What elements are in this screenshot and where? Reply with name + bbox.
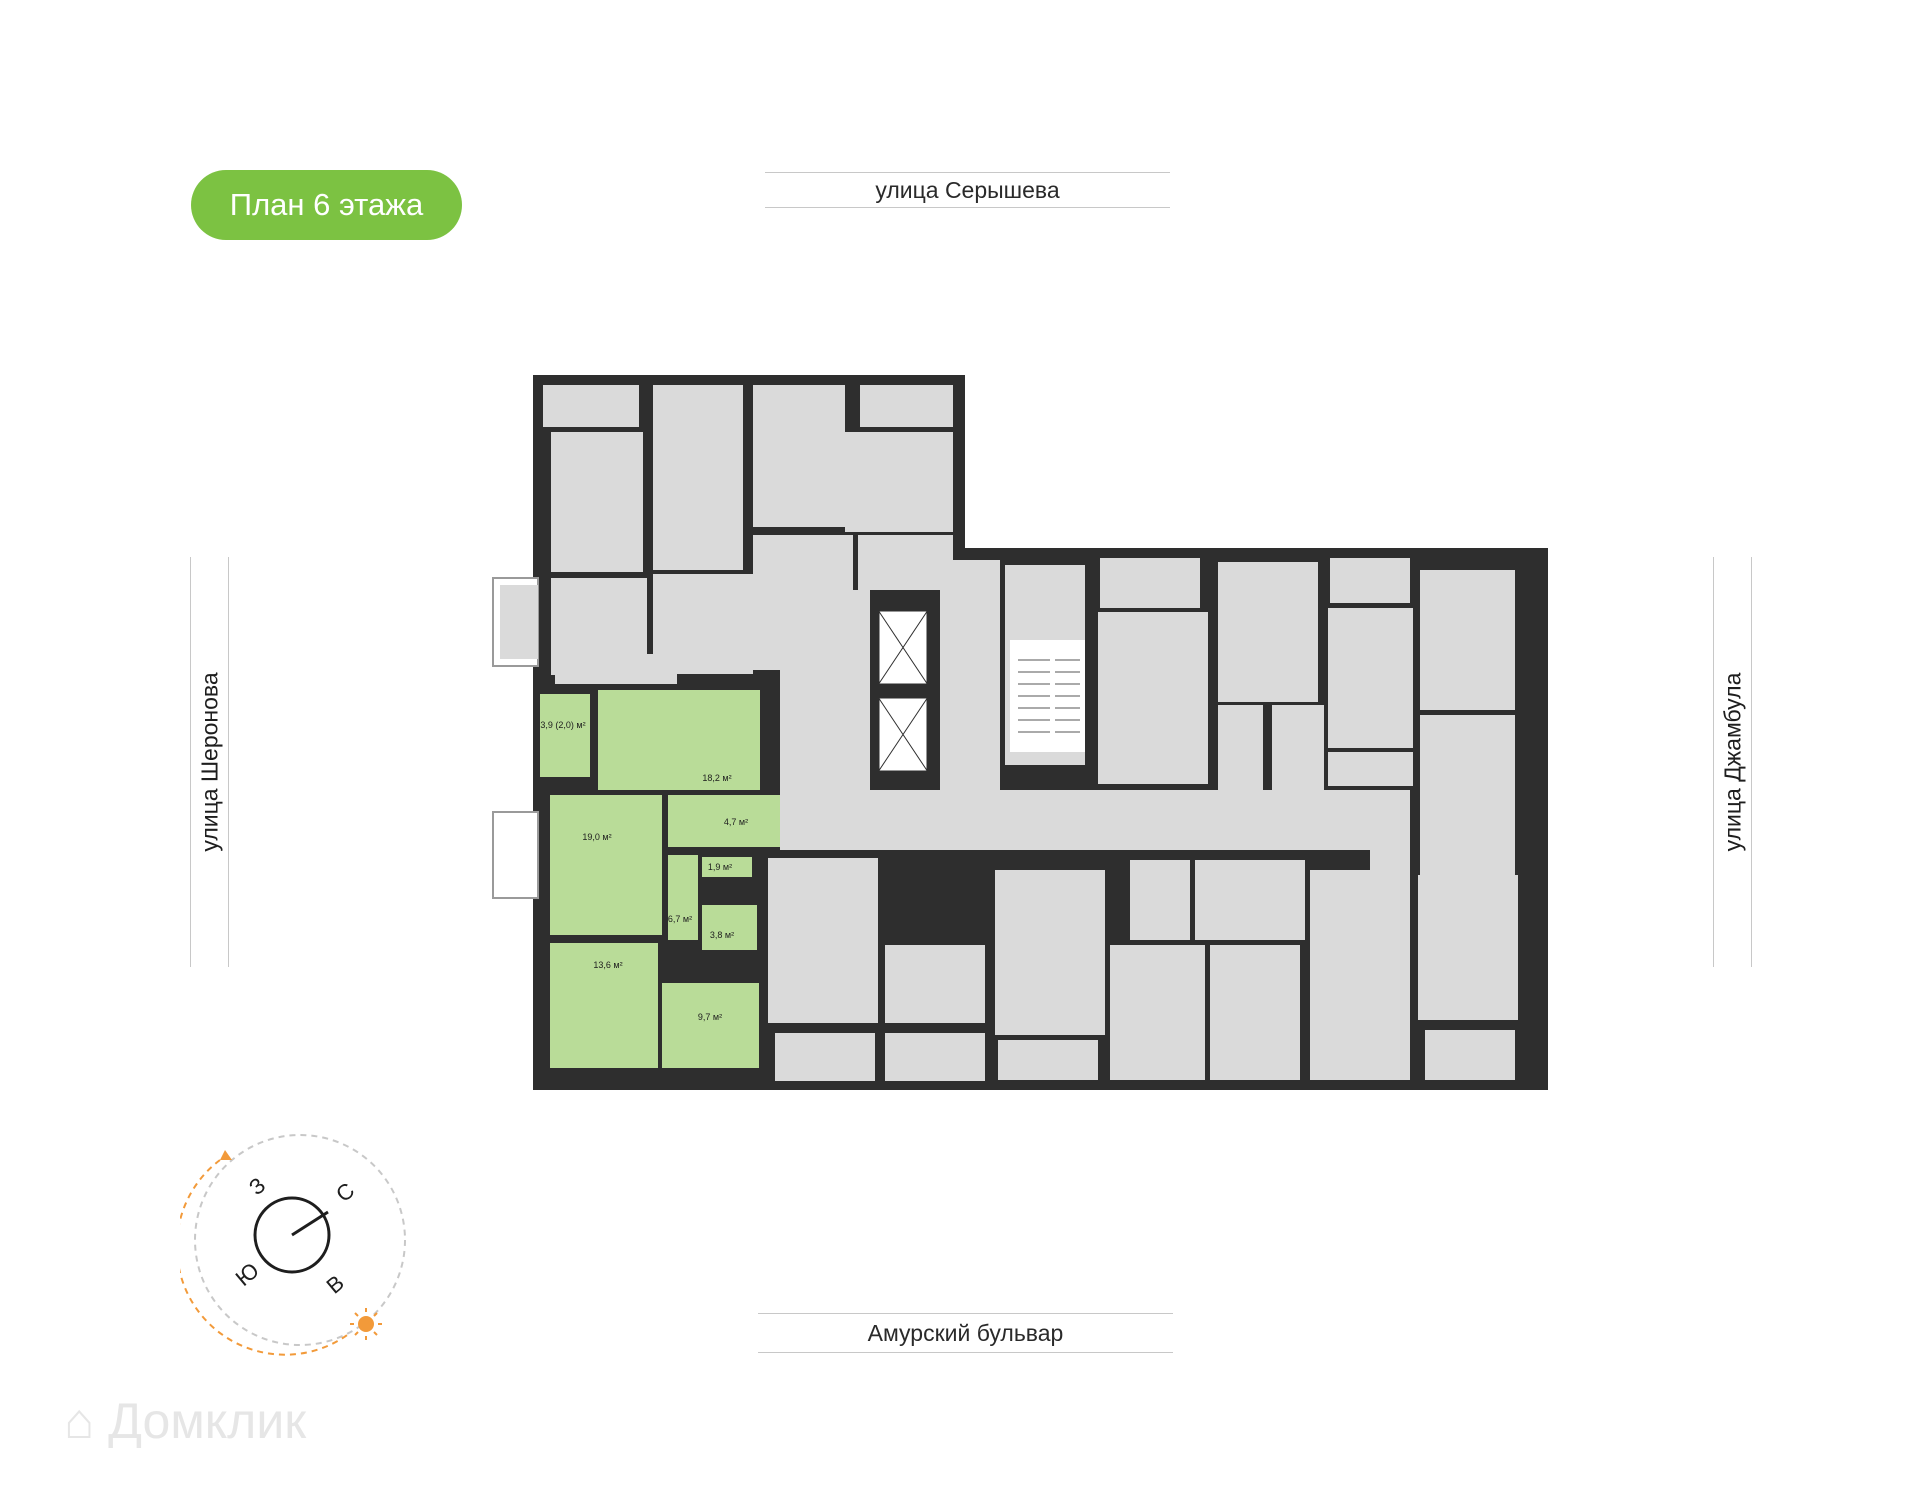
sun-rays [350, 1308, 382, 1340]
street-top: улица Серышева [765, 172, 1170, 208]
compass-needle [291, 1210, 329, 1237]
area-labels: 3,9 (2,0) м² 18,2 м² 4,7 м² 19,0 м² 1,9 … [540, 720, 748, 1022]
street-top-label: улица Серышева [875, 176, 1060, 203]
area-hall: 4,7 м² [724, 817, 748, 827]
street-bottom: Амурский бульвар [758, 1313, 1173, 1353]
area-wc: 1,9 м² [708, 862, 732, 872]
area-room-3: 9,7 м² [698, 1012, 722, 1022]
house-logo-icon: ⌂ [64, 1393, 95, 1449]
rooms [500, 385, 1518, 1081]
street-right: улица Джамбула [1713, 557, 1752, 967]
area-loggia: 3,9 (2,0) м² [540, 720, 585, 730]
core-shafts [876, 608, 1085, 774]
area-corridor: 6,7 м² [668, 914, 692, 924]
highlighted-apartment [540, 690, 780, 1068]
wc-room[interactable] [702, 857, 752, 877]
sun-icon [358, 1316, 374, 1332]
compass-north: С [331, 1178, 359, 1207]
kitchen-living-room[interactable] [598, 690, 760, 790]
sun-path-arc [180, 1159, 351, 1356]
sun-path-arrow-icon [220, 1150, 232, 1160]
watermark: ⌂ Домклик [64, 1392, 306, 1450]
area-kitchen-living: 18,2 м² [702, 773, 731, 783]
room-1[interactable] [550, 795, 662, 935]
watermark-label: Домклик [108, 1393, 307, 1449]
street-left: улица Шеронова [190, 557, 229, 967]
floor-title-badge: План 6 этажа [191, 170, 462, 240]
compass-south: Ю [231, 1258, 264, 1291]
corridor-room[interactable] [668, 855, 698, 940]
loggia-room[interactable] [540, 694, 590, 777]
sun-path-circle [194, 1134, 406, 1346]
room-3[interactable] [662, 983, 759, 1068]
room-2[interactable] [550, 943, 658, 1068]
street-bottom-label: Амурский бульвар [867, 1319, 1064, 1346]
compass-dial [253, 1196, 331, 1274]
bathroom-room[interactable] [702, 905, 757, 950]
compass-east: В [322, 1270, 349, 1299]
compass-west: З [244, 1172, 270, 1200]
area-room-1: 19,0 м² [582, 832, 611, 842]
hall-room[interactable] [668, 795, 780, 847]
area-bathroom: 3,8 м² [710, 930, 734, 940]
area-room-2: 13,6 м² [593, 960, 622, 970]
compass: С В Ю З [180, 1134, 406, 1356]
